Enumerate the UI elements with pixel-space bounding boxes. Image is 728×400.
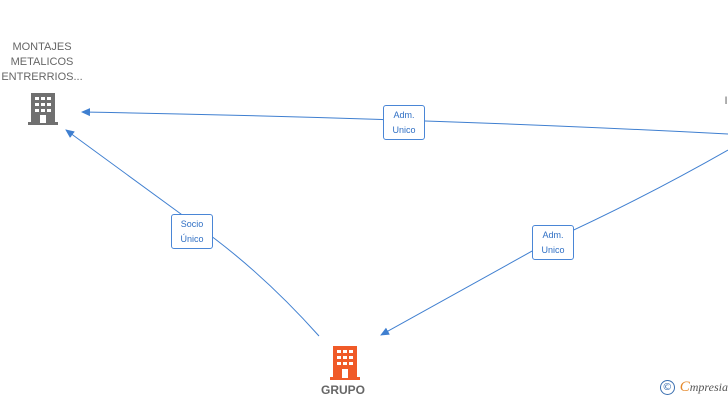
edge-label-adm-unico-bottom[interactable]: Adm. Unico xyxy=(532,225,574,260)
building-icon[interactable] xyxy=(28,91,60,125)
building-icon[interactable] xyxy=(330,344,362,380)
brand-logo-initial: C xyxy=(679,379,690,395)
brand-logo-text: mpresia xyxy=(689,380,728,394)
node-label-offscreen[interactable]: I xyxy=(724,95,728,107)
edge-label-socio-unico[interactable]: Socio Único xyxy=(171,214,213,249)
node-label-montajes[interactable]: MONTAJES METALICOS ENTRERRIOS... xyxy=(1,41,83,83)
edge-label-adm-unico-top[interactable]: Adm. Unico xyxy=(383,105,425,140)
brand-footer: © C mpresia xyxy=(659,379,728,396)
node-label-grupo[interactable]: GRUPO xyxy=(320,383,365,397)
copyright-icon: © xyxy=(659,380,675,395)
